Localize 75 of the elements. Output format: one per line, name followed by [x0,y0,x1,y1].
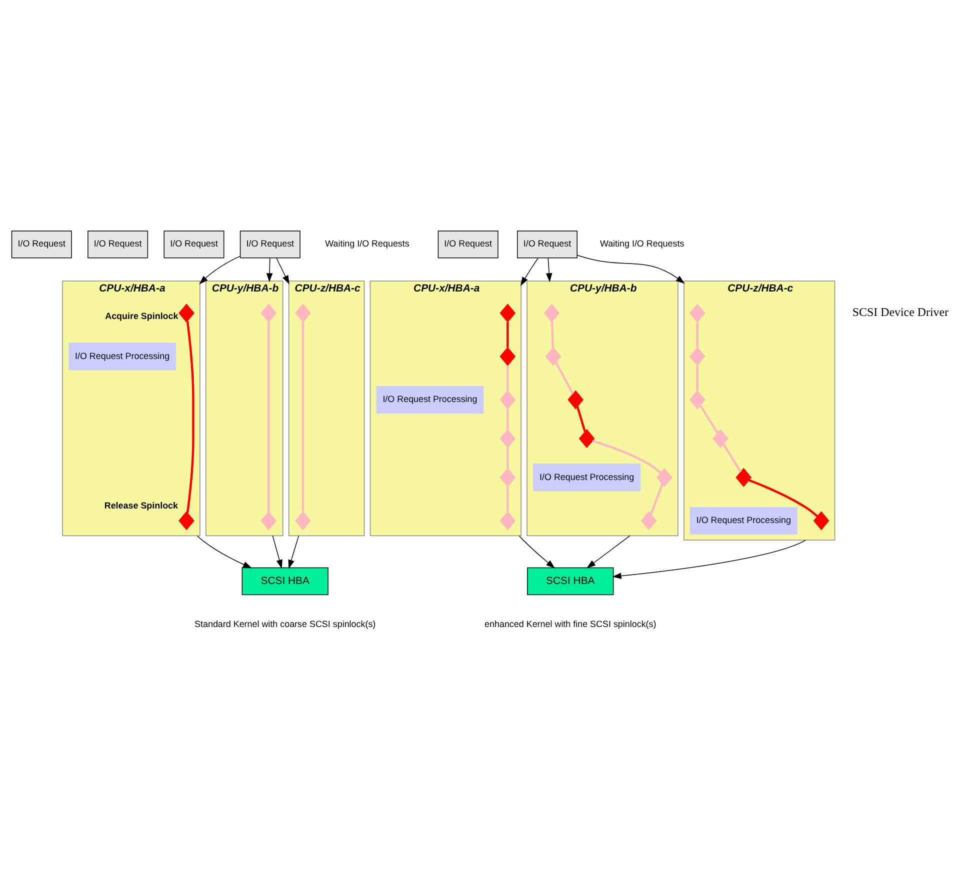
node-diamond [178,304,194,323]
connector [302,322,304,512]
node-box: I/O Request [240,230,300,258]
node-box: SCSI HBA [242,567,328,596]
connector [506,486,509,512]
node-diamond [544,304,560,323]
arrow [276,258,290,284]
node-diamond [295,511,311,530]
node-diamond [712,429,728,448]
arrow [546,258,552,282]
node-box: I/O Request Processing [376,386,484,414]
arrow [518,535,555,568]
connector [554,362,574,394]
connector [699,404,718,434]
node-diamond [545,346,562,366]
node-diamond [500,304,516,323]
node-box: I/O Request Processing [533,464,641,492]
label: Waiting I/O Requests [325,238,410,249]
node-box: I/O Request [164,230,224,258]
node-diamond [260,304,277,323]
connector [650,484,664,515]
connector [748,479,818,518]
label: Waiting I/O Requests [600,238,684,249]
connector [550,322,554,348]
node-box: I/O Request [88,230,148,258]
node-box: I/O Request [11,230,72,258]
connector [186,321,194,514]
connector [696,322,698,348]
node-label: Acquire Spinlock [105,310,178,321]
arrow [612,540,806,580]
arrow [586,535,630,568]
node-diamond [689,304,706,323]
node-diamond [178,511,194,530]
node-box: I/O Request Processing [68,342,176,370]
arrow [576,254,685,284]
arrow [272,535,282,569]
cluster: CPU-y/HBA-b [206,280,284,536]
arrow [199,256,240,284]
node-diamond [295,304,311,323]
node-box: I/O Request [438,230,498,258]
connector [722,444,742,473]
node-diamond [568,390,584,410]
node-diamond [500,346,516,366]
cluster: CPU-z/HBA-c [288,280,365,536]
label: Standard Kernel with coarse SCSI spinlock(s) [194,618,376,629]
connector [506,448,509,468]
connector [696,365,698,391]
connector [506,322,509,348]
connector [506,408,509,430]
node-diamond [578,429,595,448]
connector [506,365,509,391]
node-diamond [689,390,706,410]
node-box: SCSI HBA [527,567,614,596]
node-diamond [500,511,516,530]
node-diamond [656,468,672,487]
label: SCSI Device Driver [852,304,949,319]
label: enhanced Kernel with fine SCSI spinlock(s) [484,618,656,629]
node-diamond [640,511,657,530]
node-diamond [500,468,516,487]
connector [592,440,662,474]
arrow [520,258,538,286]
connector [268,322,270,512]
arrow [288,535,300,569]
arrow [266,258,273,282]
node-diamond [736,468,752,487]
node-box: I/O Request [517,230,578,258]
node-box: I/O Request Processing [690,506,798,535]
node-diamond [813,511,830,530]
node-label: Release Spinlock [104,500,178,511]
node-diamond [500,390,516,410]
node-diamond [689,346,706,366]
arrow [196,535,252,568]
node-diamond [500,429,516,448]
connector [576,406,586,432]
node-diamond [260,511,277,530]
